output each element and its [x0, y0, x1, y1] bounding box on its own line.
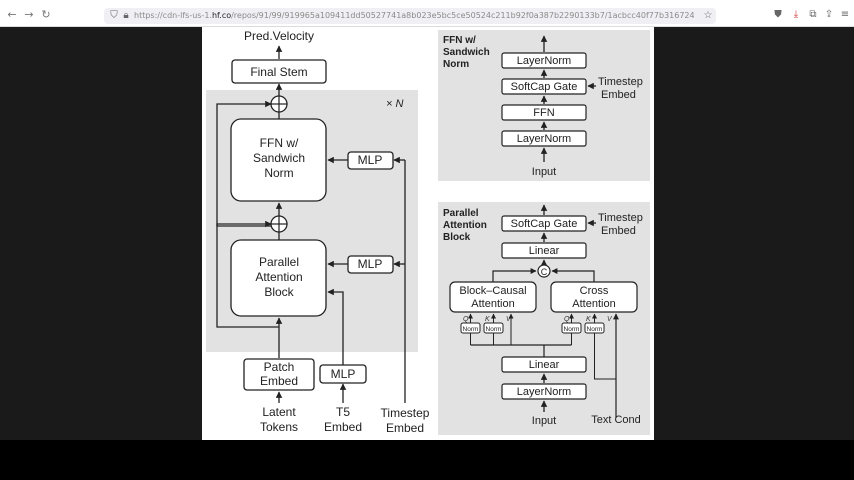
patch-embed-box — [243, 358, 315, 391]
address-bar[interactable]: ⛉ 🔒︎ https://cdn-lfs-us-1.hf.co/repos/91… — [104, 8, 716, 24]
block-causal-line-2: Attention — [471, 298, 514, 310]
download-icon[interactable]: ⤓ — [793, 9, 799, 20]
attention-block-line-2: Attention — [255, 270, 302, 284]
repeat-label: × N — [386, 98, 403, 110]
ffn-panel-layernorm-top-label: LayerNorm — [517, 55, 571, 67]
ffn-panel-title-2: Sandwich — [443, 47, 490, 58]
ffn-panel-ffn-label: FFN — [533, 107, 554, 119]
final-stem-box — [231, 59, 327, 84]
ffn-panel-ffn — [501, 104, 587, 121]
attn-panel-title-2: Attention — [443, 220, 487, 231]
output-label: Pred.Velocity — [244, 29, 314, 43]
ffn-block-line-3: Norm — [264, 166, 293, 180]
ffn-panel-layernorm-bottom-label: LayerNorm — [517, 133, 571, 145]
timestep-embed-line-1: Timestep — [381, 406, 430, 420]
ffn-panel-softcap-gate-label: SoftCap Gate — [511, 81, 578, 93]
t5-embed-line-2: Embed — [324, 420, 362, 434]
cross-attention-line-1: Cross — [580, 285, 609, 297]
attn-panel-softcap-gate-label: SoftCap Gate — [511, 218, 578, 230]
attn-panel-timestep-2: Embed — [601, 225, 636, 237]
architecture-diagram: × N Pred.Velocity Final Stem FFN w/ Sand… — [206, 29, 650, 435]
ca-q-label: Q — [564, 316, 570, 323]
extensions-icon[interactable]: ⧉ — [809, 9, 817, 20]
browser-toolbar: ← → ↻ ⛉ 🔒︎ https://cdn-lfs-us-1.hf.co/re… — [0, 0, 854, 27]
ffn-panel-softcap-gate — [501, 78, 587, 95]
attn-panel-title-3: Block — [443, 232, 471, 243]
attn-panel-input: Input — [532, 415, 556, 427]
share-icon[interactable]: ⇪ — [824, 9, 834, 20]
ffn-panel-title-1: FFN w/ — [443, 35, 476, 46]
ffn-panel-timestep-1: Timestep — [598, 76, 643, 88]
ca-k-label: K — [586, 316, 591, 323]
attention-block — [230, 239, 327, 317]
attn-panel-layernorm — [501, 383, 587, 400]
bc-k-norm-label: Norm — [486, 326, 502, 333]
forward-arrow-icon[interactable]: → — [24, 8, 34, 21]
ffn-panel-title-3: Norm — [443, 59, 469, 70]
t5-embed-line-1: T5 — [336, 405, 350, 419]
ffn-residual-path — [216, 100, 272, 227]
bookmark-star-icon[interactable]: ☆ — [703, 10, 713, 21]
mlp-ffn-label: MLP — [358, 153, 383, 167]
attn-panel-timestep-1: Timestep — [598, 212, 643, 224]
cross-attention-box — [550, 281, 638, 313]
ca-v-label: V — [607, 316, 613, 323]
url-text[interactable]: https://cdn-lfs-us-1.hf.co/repos/91/99/9… — [134, 11, 694, 20]
bc-k-label: K — [485, 316, 490, 323]
attn-panel-text-cond: Text Cond — [591, 414, 641, 426]
latent-tokens-line-1: Latent — [262, 405, 296, 419]
lock-icon[interactable]: 🔒︎ — [123, 10, 129, 21]
bc-v-label: V — [506, 316, 512, 323]
bc-q-norm-label: Norm — [463, 326, 479, 333]
latent-tokens-line-2: Tokens — [260, 420, 298, 434]
ca-q-norm-label: Norm — [564, 326, 580, 333]
attn-panel-linear-top — [501, 242, 587, 259]
attn-panel-linear-bottom-label: Linear — [529, 359, 560, 371]
attn-panel-softcap-gate — [501, 215, 587, 232]
ffn-panel-input: Input — [532, 166, 556, 178]
concat-node — [537, 264, 551, 278]
viewer-area: × N Pred.Velocity Final Stem FFN w/ Sand… — [0, 27, 854, 440]
final-stem-label: Final Stem — [250, 65, 307, 79]
attention-block-line-3: Block — [264, 285, 294, 299]
t5-to-attention-path — [327, 288, 344, 365]
shield-icon[interactable]: ⛉ — [110, 10, 118, 21]
ffn-block-line-1: FFN w/ — [260, 136, 299, 150]
image-canvas: × N Pred.Velocity Final Stem FFN w/ Sand… — [202, 27, 654, 440]
attn-residual-path — [216, 220, 279, 328]
reload-icon[interactable]: ↻ — [41, 8, 51, 21]
mlp-attn-label: MLP — [358, 257, 383, 271]
ca-k-norm-label: Norm — [587, 326, 603, 333]
ffn-panel-layernorm-top — [501, 52, 587, 69]
concat-label: C — [541, 267, 548, 277]
bc-q-label: Q — [463, 316, 469, 323]
attn-panel-linear-bottom — [501, 356, 587, 373]
mlp-t5-label: MLP — [331, 367, 356, 381]
ffn-block-line-2: Sandwich — [253, 151, 305, 165]
timestep-embed-line-2: Embed — [386, 421, 424, 435]
patch-embed-line-2: Embed — [260, 374, 298, 388]
attn-panel-linear-top-label: Linear — [529, 245, 560, 257]
ffn-panel-layernorm-bottom — [501, 130, 587, 147]
back-arrow-icon[interactable]: ← — [7, 8, 17, 21]
cross-attention-line-2: Attention — [572, 298, 615, 310]
pocket-icon[interactable]: ⛊ — [774, 9, 782, 20]
ffn-panel-timestep-2: Embed — [601, 89, 636, 101]
attention-block-line-1: Parallel — [259, 255, 299, 269]
menu-icon[interactable]: ≡ — [840, 9, 850, 20]
block-causal-line-1: Block–Causal — [459, 285, 526, 297]
patch-embed-line-1: Patch — [264, 360, 295, 374]
attn-panel-layernorm-label: LayerNorm — [517, 386, 571, 398]
attn-panel-title-1: Parallel — [443, 208, 479, 219]
block-causal-attention-box — [449, 281, 537, 313]
